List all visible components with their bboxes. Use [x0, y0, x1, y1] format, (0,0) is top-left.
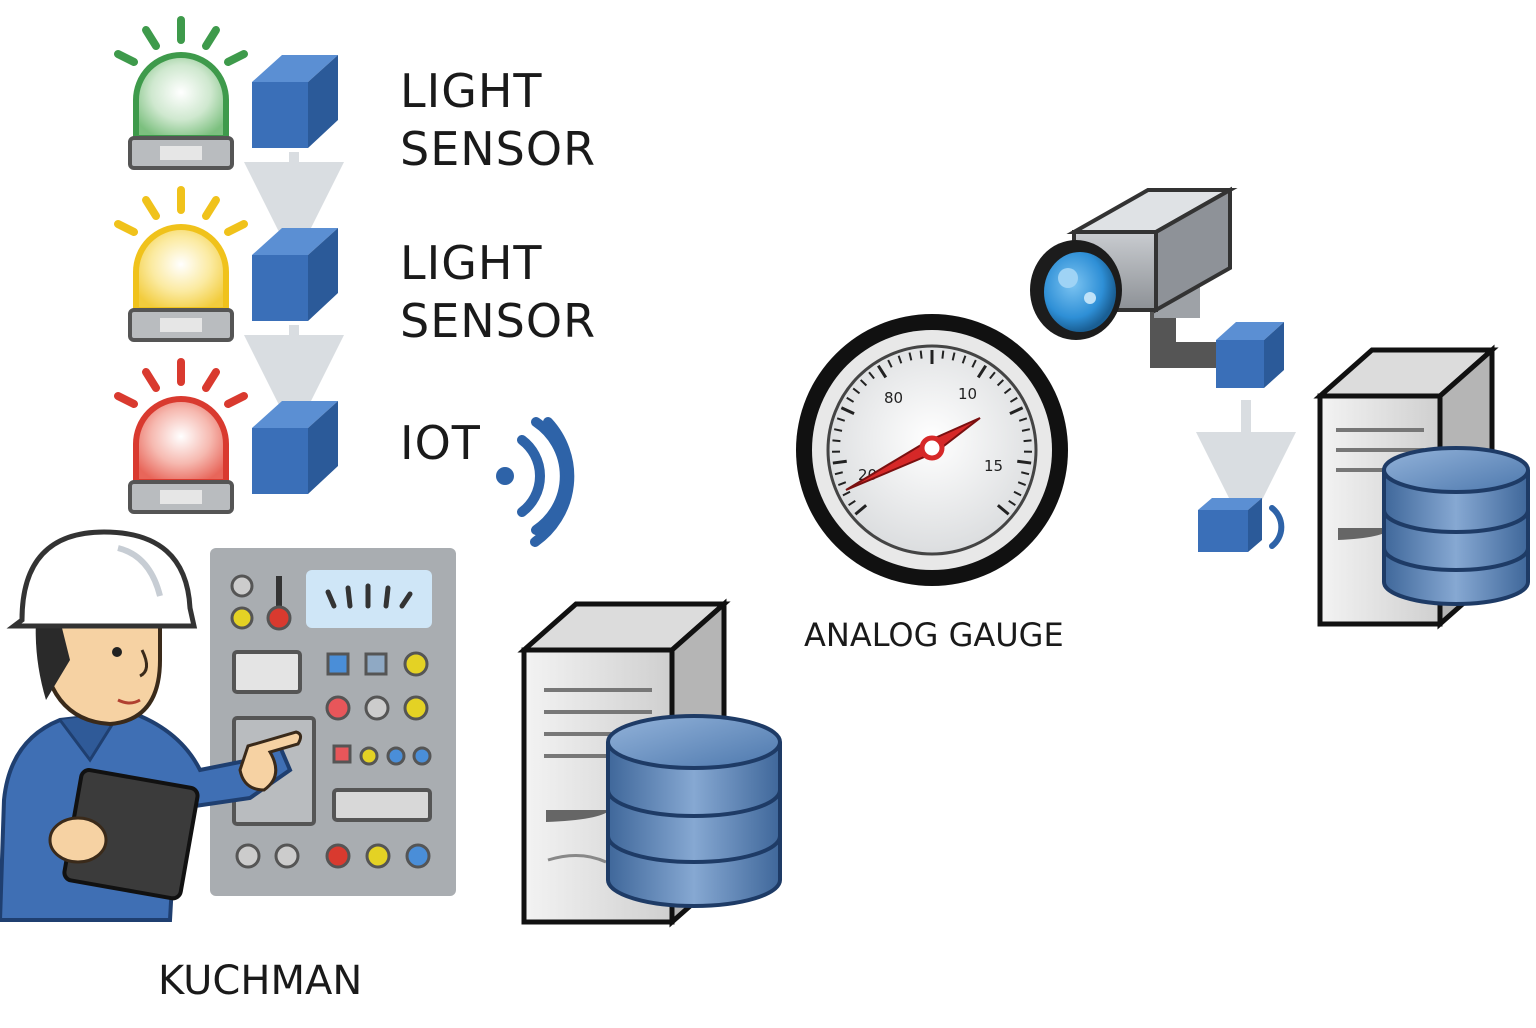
sensor-cube-icon	[252, 228, 338, 321]
gauge-tick-mark	[833, 461, 847, 463]
light-sensor-label-line1: LIGHT	[400, 62, 596, 120]
green-beacon-icon	[118, 20, 244, 168]
gauge-tick-mark	[1017, 461, 1031, 463]
wireless-signal-icon	[496, 422, 569, 542]
gauge-tick-mark	[921, 351, 922, 359]
operator-label: KUCHMAN	[158, 958, 362, 1004]
gauge-tick-mark	[832, 440, 840, 441]
analog-gauge-icon: 20 80 10 15	[796, 314, 1068, 586]
iot-label: IOT	[400, 414, 481, 472]
security-camera-icon	[1030, 190, 1230, 368]
sensor-cube-icon	[1198, 498, 1262, 552]
light-sensor-label-line2: SENSOR	[400, 292, 596, 350]
gauge-tick-label: 10	[958, 385, 977, 403]
sensor-cube-icon	[252, 401, 338, 494]
gauge-tick-label: 15	[984, 457, 1003, 475]
light-sensor-label-line2: SENSOR	[400, 120, 596, 178]
sensor-cube-icon	[252, 55, 338, 148]
light-sensor-label-line1: LIGHT	[400, 234, 596, 292]
light-sensor-label: LIGHT SENSOR	[400, 62, 596, 178]
control-panel-icon	[210, 548, 456, 896]
server-database-icon	[524, 604, 780, 922]
light-sensor-label: LIGHT SENSOR	[400, 234, 596, 350]
gauge-tick-mark	[942, 351, 943, 359]
wireless-signal-icon	[1272, 508, 1281, 546]
red-beacon-icon	[118, 362, 244, 512]
yellow-beacon-icon	[118, 190, 244, 340]
gauge-tick-label: 80	[884, 389, 903, 407]
analog-gauge-label: ANALOG GAUGE	[804, 616, 1064, 654]
gauge-tick-mark	[1024, 440, 1032, 441]
server-database-icon	[1320, 350, 1528, 624]
sensor-cube-icon	[1216, 322, 1284, 388]
